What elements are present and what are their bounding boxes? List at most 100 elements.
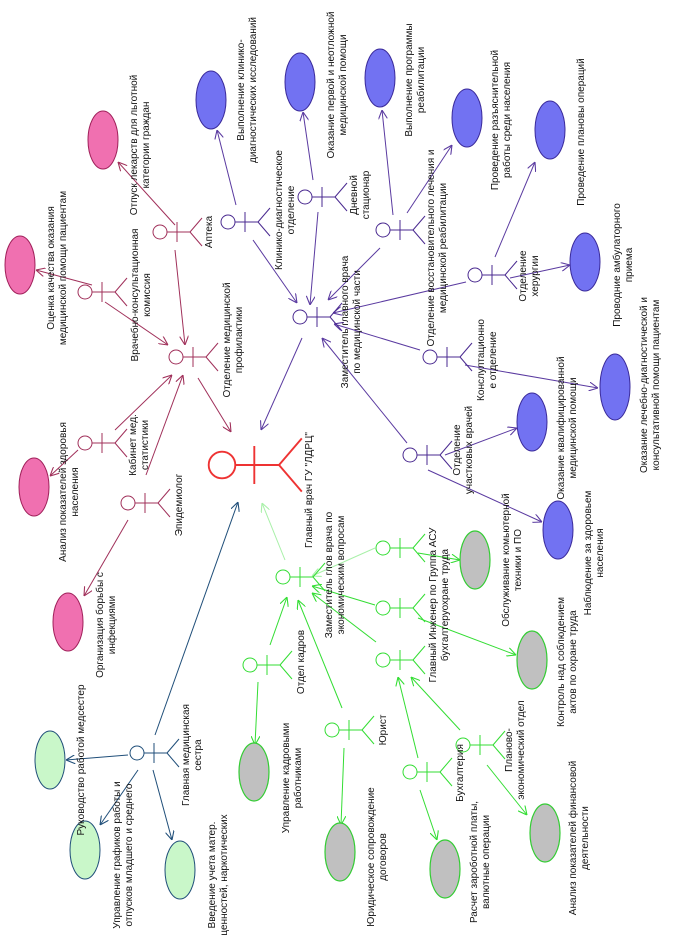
edge bbox=[310, 211, 319, 305]
label-line: деятельности bbox=[580, 806, 591, 870]
main-actor-icon[interactable] bbox=[207, 437, 303, 493]
use-case-label: Оказание лечебно-диагностической иконсул… bbox=[638, 297, 662, 473]
label-line: Отпуск лекарств для льготной bbox=[129, 75, 140, 216]
label-line: экономический отдел bbox=[516, 700, 527, 799]
actor-buh-icon[interactable] bbox=[402, 757, 453, 787]
label-line: Отделение bbox=[518, 250, 529, 302]
edge bbox=[252, 239, 297, 303]
label-line: Управление кадровыми bbox=[281, 723, 292, 833]
label-line: реабилитации bbox=[415, 47, 427, 113]
edge bbox=[312, 586, 376, 606]
use-case-org-infekcii[interactable] bbox=[52, 592, 84, 652]
actor-label: Аптека bbox=[204, 215, 215, 248]
use-case-fin-analiz[interactable] bbox=[529, 803, 561, 863]
use-case-label: Оказание квалифицированноймедицинской по… bbox=[555, 356, 579, 499]
label-line: населения bbox=[70, 467, 81, 516]
use-case-pervaya-pomosch[interactable] bbox=[284, 52, 316, 112]
actor-label: Планово-экономический отдел bbox=[504, 700, 527, 799]
use-case-yur-soprovozhdenie[interactable] bbox=[324, 822, 356, 882]
edge bbox=[36, 270, 93, 286]
label-line: Оказание квалифицированной bbox=[555, 356, 567, 499]
actor-hir-icon[interactable] bbox=[467, 260, 518, 290]
label-line: приема bbox=[624, 247, 635, 282]
actor-epid-icon[interactable] bbox=[120, 488, 171, 518]
actor-asu-icon[interactable] bbox=[375, 533, 426, 563]
label-line: диагностических исследований bbox=[248, 17, 259, 163]
use-case-operacii[interactable] bbox=[534, 100, 566, 160]
actor-labels: Главный врач ГУ "ЛДРЦ" Отделение медицин… bbox=[127, 149, 541, 805]
actor-label: Отдел кадров bbox=[296, 630, 307, 694]
edge bbox=[509, 265, 570, 279]
label-line: медицинской помощи bbox=[338, 34, 349, 135]
actor-buh-otdel-icon[interactable] bbox=[375, 645, 426, 675]
use-case-ohrana-truda[interactable] bbox=[516, 630, 548, 690]
label-line: инфекциями bbox=[106, 596, 118, 654]
label-line: Введение учета матер. bbox=[207, 822, 218, 929]
main-actor-label: Главный врач ГУ "ЛДРЦ" bbox=[304, 432, 315, 548]
actor-kab-icon[interactable] bbox=[77, 428, 128, 458]
actor-prof-icon[interactable] bbox=[168, 342, 219, 372]
edge bbox=[417, 552, 460, 560]
label-line: Организация борьбы с bbox=[94, 572, 106, 678]
use-case-label: Управление кадровымиработниками bbox=[281, 723, 304, 833]
edge bbox=[398, 677, 419, 759]
label-line: Кабинет мед. bbox=[127, 414, 139, 476]
use-case-analiz-zdorovya[interactable] bbox=[18, 457, 50, 517]
use-case-grafik[interactable] bbox=[69, 820, 101, 880]
actor-vkk-icon[interactable] bbox=[77, 277, 128, 307]
edge bbox=[217, 130, 237, 206]
actor-gms-icon[interactable] bbox=[129, 738, 180, 768]
actor-apteka-icon[interactable] bbox=[220, 207, 271, 237]
use-case-razyasnitelnaya[interactable] bbox=[451, 88, 483, 148]
actor-yurist-icon[interactable] bbox=[324, 715, 375, 745]
use-case-zarplata[interactable] bbox=[429, 839, 461, 899]
use-case-uchet[interactable] bbox=[164, 840, 196, 900]
actor-zam-ek-icon[interactable] bbox=[275, 562, 326, 592]
edge bbox=[298, 600, 343, 709]
edge bbox=[427, 469, 542, 522]
edge bbox=[197, 377, 231, 432]
use-case-lech-diag[interactable] bbox=[599, 353, 631, 421]
label-line: Отделение восстановительного лечения и bbox=[426, 149, 437, 346]
label-line: Врачебно-консультационная bbox=[129, 229, 141, 362]
use-case-medsestry[interactable] bbox=[34, 730, 66, 790]
use-case-kvalif[interactable] bbox=[516, 392, 548, 452]
edge bbox=[269, 597, 287, 646]
use-case-nablyudenie[interactable] bbox=[542, 500, 574, 560]
label-line: договоров bbox=[378, 833, 389, 881]
label-line: работниками bbox=[292, 748, 304, 809]
actor-label: Главный Инженер по Группа АСУбухгалтеруо… bbox=[428, 527, 451, 683]
use-case-kadry[interactable] bbox=[238, 742, 270, 802]
label-line: Оценка качества оказания bbox=[46, 206, 57, 330]
use-case-ambulatornyi[interactable] bbox=[569, 232, 601, 292]
label-line: отпусков младшего и среднего bbox=[124, 783, 135, 926]
actor-uch-icon[interactable] bbox=[402, 440, 453, 470]
actor-kadry-icon[interactable] bbox=[242, 650, 293, 680]
actor-label: Отделениеучастковых врачей bbox=[452, 406, 475, 494]
edge bbox=[262, 503, 286, 561]
label-line: Анализ показателей финансовой bbox=[567, 761, 579, 915]
actor-label: Заместитель глов врача поэкономическим в… bbox=[324, 511, 347, 638]
use-case-label: Наблюдение за здоровьемнаселения bbox=[582, 490, 606, 615]
actor-klin-icon[interactable] bbox=[297, 182, 348, 212]
use-case-reabilitaciya[interactable] bbox=[364, 48, 396, 108]
edge bbox=[494, 162, 535, 258]
actor-zam-med-icon[interactable] bbox=[292, 302, 343, 332]
use-case-ocenka[interactable] bbox=[4, 235, 36, 295]
label-line: Выполнение программы bbox=[404, 23, 415, 136]
actor-otpusk-icon[interactable] bbox=[152, 217, 203, 247]
label-line: работы среди населения bbox=[501, 62, 513, 178]
actor-label: Отделение восстановительного лечения име… bbox=[426, 149, 449, 346]
label-line: Дневной bbox=[349, 175, 360, 215]
actor-ingener-icon[interactable] bbox=[375, 593, 426, 623]
actor-label: Главная медицинскаясестра bbox=[181, 704, 204, 806]
label-line: Оказание первой и неотложной bbox=[326, 12, 337, 159]
actor-dnev-icon[interactable] bbox=[375, 215, 426, 245]
label-line: Главная медицинская bbox=[181, 704, 192, 806]
label-line: валютные операции bbox=[481, 815, 492, 909]
label-line: медицинской реабилитации bbox=[437, 183, 449, 313]
use-case-komp[interactable] bbox=[459, 530, 491, 590]
use-case-otpusk[interactable] bbox=[87, 110, 119, 170]
use-case-klin-issled[interactable] bbox=[195, 70, 227, 130]
edge bbox=[312, 547, 376, 576]
